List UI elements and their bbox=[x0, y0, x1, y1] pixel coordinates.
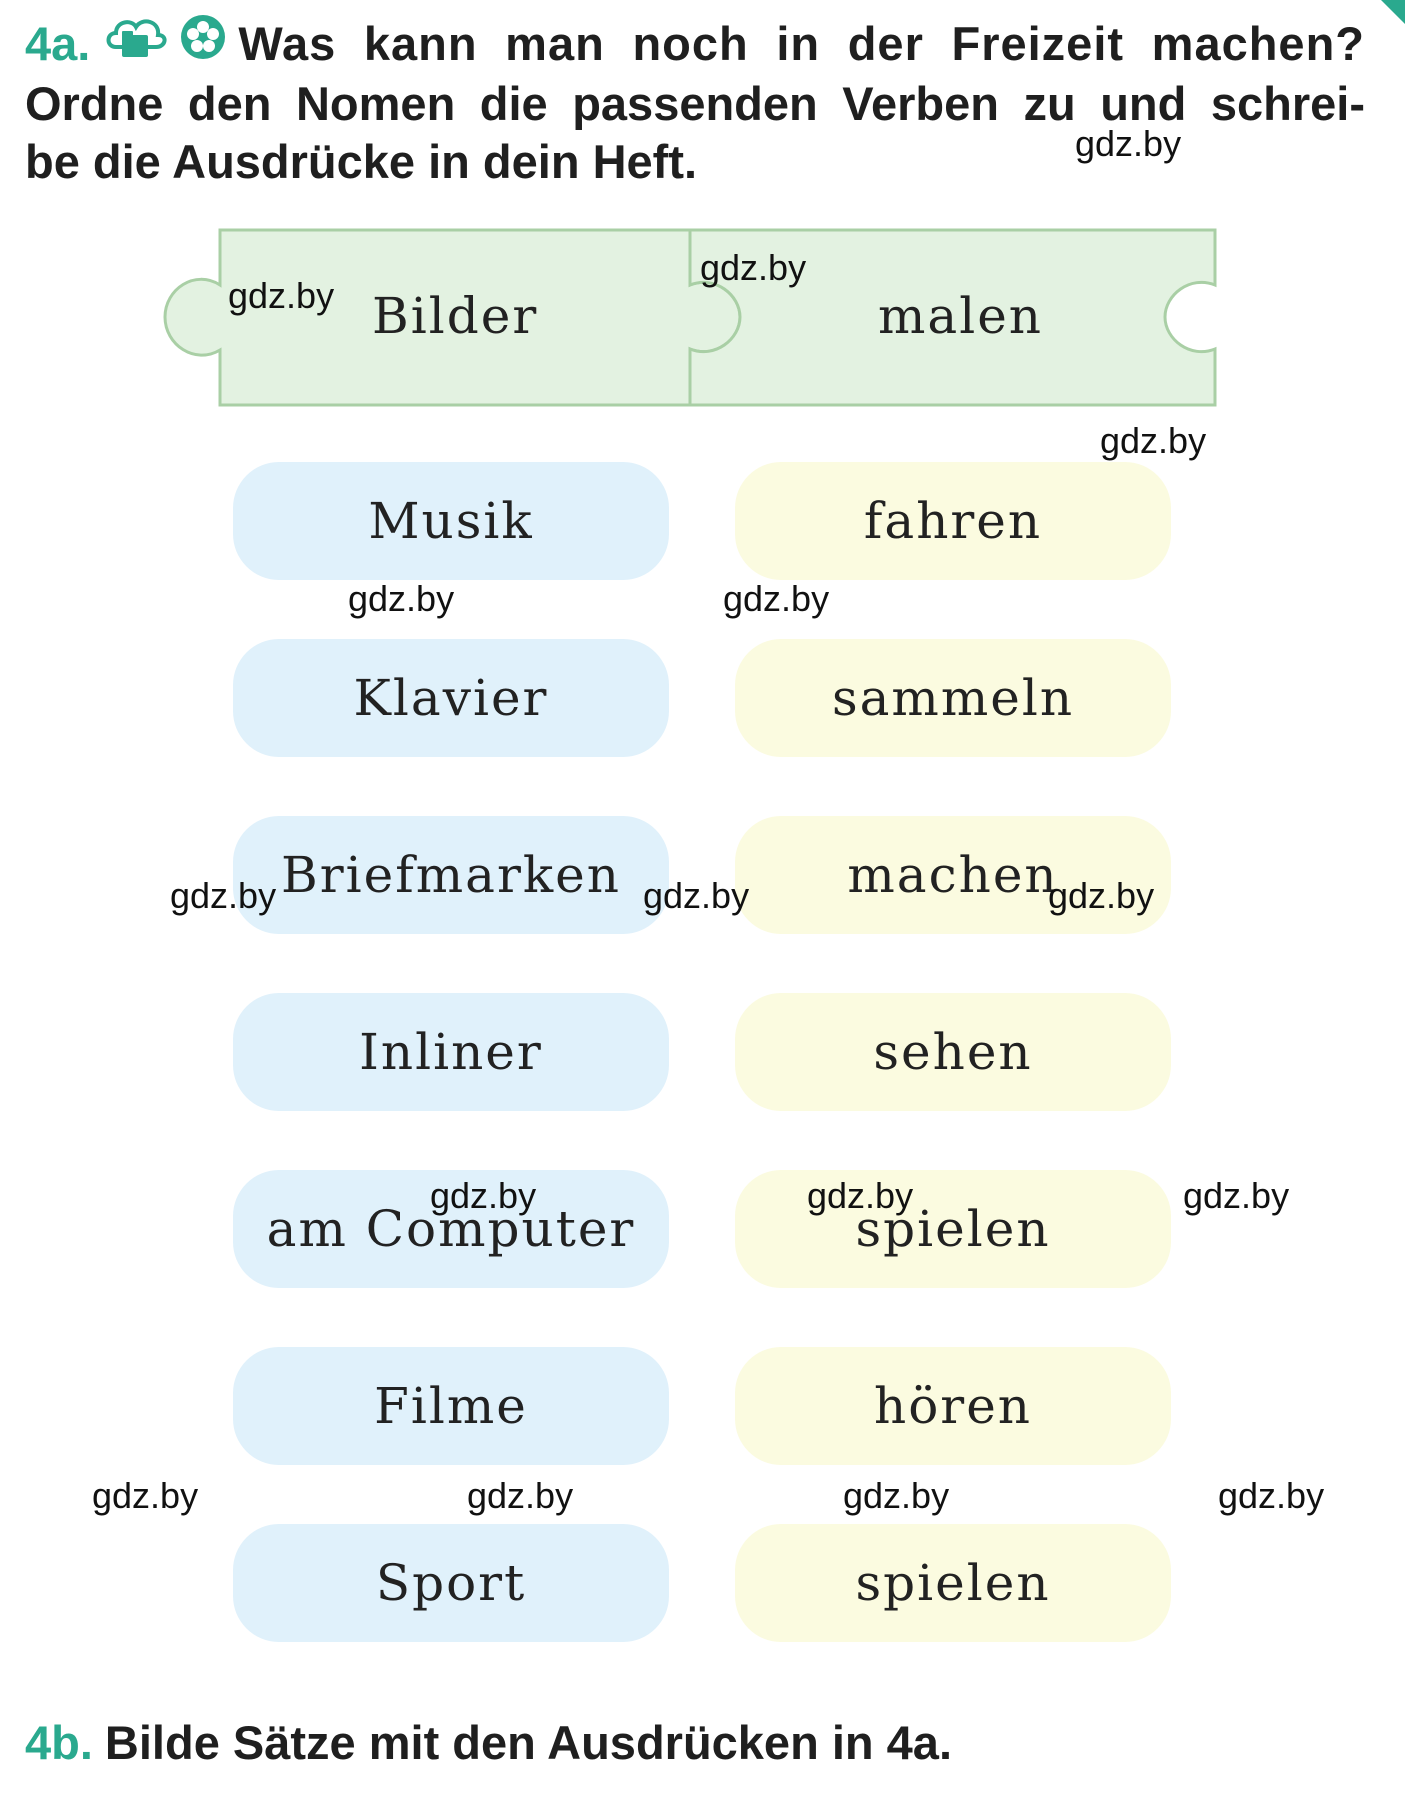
watermark: gdz.by bbox=[1100, 420, 1207, 461]
task-4b-text: Bilde Sätze mit den Ausdrücken in 4a. bbox=[104, 1716, 953, 1769]
watermark: gdz.by bbox=[430, 1175, 537, 1216]
task-4a-instructions: 4a. Was kann man noch in der F bbox=[25, 12, 1365, 191]
watermark: gdz.by bbox=[700, 247, 807, 288]
noun-card: Inliner bbox=[233, 993, 669, 1111]
watermark: gdz.by bbox=[1183, 1175, 1290, 1216]
verb-card: spielen bbox=[735, 1524, 1171, 1642]
watermark: gdz.by bbox=[843, 1475, 950, 1516]
noun-card: Briefmarken bbox=[233, 816, 669, 934]
flower-icon bbox=[178, 12, 228, 75]
verb-card: spielen bbox=[735, 1170, 1171, 1288]
watermark: gdz.by bbox=[348, 578, 455, 619]
watermark: gdz.by bbox=[170, 875, 277, 916]
watermark: gdz.by bbox=[92, 1475, 199, 1516]
example-verb: malen bbox=[878, 287, 1044, 345]
example-noun: Bilder bbox=[372, 287, 539, 345]
corner-accent bbox=[1381, 0, 1405, 24]
watermark: gdz.by bbox=[1048, 875, 1155, 916]
task-number: 4a. bbox=[25, 16, 91, 70]
watermark: gdz.by bbox=[643, 875, 750, 916]
watermark: gdz.by bbox=[807, 1175, 914, 1216]
noun-card: Klavier bbox=[233, 639, 669, 757]
task-instruction-line: be die Ausdrücke in dein Heft. bbox=[25, 135, 698, 188]
verb-card: sehen bbox=[735, 993, 1171, 1111]
task-number: 4b. bbox=[25, 1716, 93, 1769]
noun-card: am Computer bbox=[233, 1170, 669, 1288]
watermark: gdz.by bbox=[723, 578, 830, 619]
noun-card: Filme bbox=[233, 1347, 669, 1465]
verb-card: hören bbox=[735, 1347, 1171, 1465]
watermark: gdz.by bbox=[1218, 1475, 1325, 1516]
task-title: Was kann man noch in der Freizeit machen… bbox=[238, 16, 1365, 70]
watermark: gdz.by bbox=[228, 275, 335, 316]
noun-card: Sport bbox=[233, 1524, 669, 1642]
example-puzzle: Bilder malen bbox=[160, 225, 1230, 410]
watermark: gdz.by bbox=[467, 1475, 574, 1516]
task-instruction-line: Ordne den Nomen die passenden Verben zu … bbox=[25, 77, 1365, 130]
verb-card: fahren bbox=[735, 462, 1171, 580]
cloud-folder-icon bbox=[102, 13, 168, 74]
noun-card: Musik bbox=[233, 462, 669, 580]
watermark: gdz.by bbox=[1075, 123, 1182, 164]
verb-card: machen bbox=[735, 816, 1171, 934]
task-4b: 4b.Bilde Sätze mit den Ausdrücken in 4a. bbox=[25, 1715, 952, 1770]
puzzle-shape bbox=[163, 228, 1217, 407]
verb-card: sammeln bbox=[735, 639, 1171, 757]
